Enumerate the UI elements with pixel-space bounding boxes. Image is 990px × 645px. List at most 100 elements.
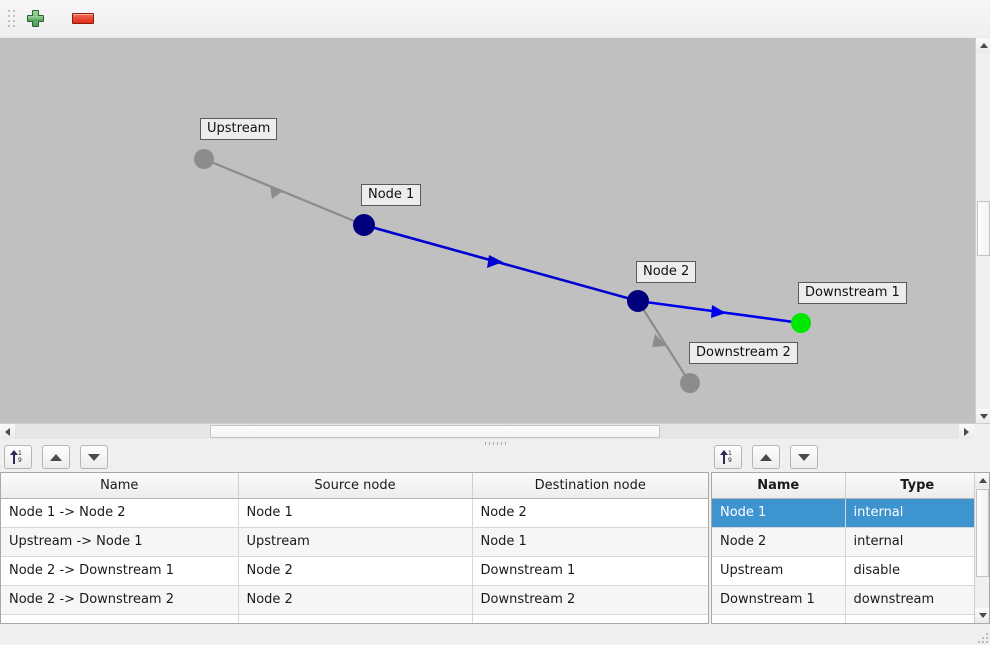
panel-divider[interactable] [709, 442, 711, 624]
cell-empty [1, 614, 239, 623]
graph-horizontal-scrollbar[interactable] [0, 423, 990, 439]
graph-canvas[interactable]: Upstream Node 1 Node 2 Downstream 1 Down… [0, 38, 975, 424]
nodes-scroll-down-button[interactable] [975, 608, 989, 623]
resize-grip-icon[interactable] [976, 631, 988, 643]
graph-label-upstream[interactable]: Upstream [200, 118, 278, 140]
graph-node-downstream1[interactable] [791, 313, 811, 333]
column-header-name[interactable]: Name [1, 473, 239, 499]
column-header-type[interactable]: Type [845, 473, 989, 499]
graph-label-downstream2[interactable]: Downstream 2 [689, 342, 798, 364]
status-bar [0, 624, 990, 645]
graph-node-node1[interactable] [353, 214, 375, 236]
table-row[interactable]: Node 1 internal [712, 498, 989, 528]
cell-type[interactable]: internal [845, 527, 989, 557]
table-empty-row[interactable] [1, 614, 708, 623]
cell-destination[interactable]: Node 1 [472, 527, 708, 557]
table-empty-row[interactable] [712, 614, 989, 623]
graph-label-downstream1[interactable]: Downstream 1 [798, 282, 907, 304]
cell-source[interactable]: Upstream [238, 527, 473, 557]
column-header-destination[interactable]: Destination node [472, 473, 708, 499]
nodes-scroll-thumb[interactable] [976, 489, 989, 577]
cell-name[interactable]: Downstream 1 [712, 585, 846, 615]
table-row[interactable]: Downstream 1 downstream [712, 585, 989, 615]
edge-node1-node2[interactable] [363, 223, 639, 303]
table-row[interactable]: Node 2 -> Downstream 1 Node 2 Downstream… [1, 556, 708, 586]
cell-source[interactable]: Node 2 [238, 585, 473, 615]
cell-source[interactable]: Node 2 [238, 556, 473, 586]
remove-node-button[interactable] [67, 3, 99, 35]
cell-name[interactable]: Node 2 -> Downstream 1 [1, 556, 239, 586]
edge-upstream-node1[interactable] [203, 157, 365, 227]
cell-destination[interactable]: Node 2 [472, 498, 708, 528]
arrow-down-icon [88, 453, 100, 461]
table-row[interactable]: Node 1 -> Node 2 Node 1 Node 2 [1, 498, 708, 528]
cell-type[interactable]: disable [845, 556, 989, 586]
graph-vscroll-track[interactable] [976, 53, 990, 409]
cell-empty [472, 614, 708, 623]
scroll-up-button[interactable] [976, 38, 990, 53]
table-row[interactable]: Node 2 internal [712, 527, 989, 557]
edge-arrow-upstream-node1 [270, 186, 283, 199]
graph-view[interactable]: Upstream Node 1 Node 2 Downstream 1 Down… [0, 37, 990, 424]
cell-type[interactable]: internal [845, 498, 989, 528]
edges-table: Name Source node Destination node Node 1… [1, 473, 708, 623]
graph-vertical-scrollbar[interactable] [975, 38, 990, 424]
cell-source[interactable]: Node 1 [238, 498, 473, 528]
nodes-table: Name Type Node 1 internal Node 2 interna… [712, 473, 989, 623]
edge-arrow-node2-downstream1 [711, 305, 726, 318]
edges-table-header-row: Name Source node Destination node [1, 473, 708, 499]
chevron-down-icon [978, 613, 987, 618]
chevron-up-icon [978, 478, 987, 483]
minus-icon [72, 13, 94, 24]
graph-edges [203, 157, 802, 384]
cell-empty [845, 614, 989, 623]
edges-table-container[interactable]: Name Source node Destination node Node 1… [0, 472, 709, 624]
cell-destination[interactable]: Downstream 1 [472, 556, 708, 586]
edge-node2-downstream2[interactable] [637, 300, 691, 384]
cell-destination[interactable]: Downstream 2 [472, 585, 708, 615]
toolbar-drag-handle[interactable] [3, 6, 15, 32]
nodes-move-up-button[interactable] [752, 445, 780, 469]
plus-icon [26, 10, 44, 27]
table-row[interactable]: Upstream -> Node 1 Upstream Node 1 [1, 527, 708, 557]
add-node-button[interactable] [19, 3, 51, 35]
arrow-up-icon [760, 453, 772, 461]
cell-name[interactable]: Node 1 -> Node 2 [1, 498, 239, 528]
cell-name[interactable]: Node 2 -> Downstream 2 [1, 585, 239, 615]
graph-node-downstream2[interactable] [680, 373, 700, 393]
scroll-left-button[interactable] [0, 424, 15, 439]
cell-name[interactable]: Upstream [712, 556, 846, 586]
graph-vscroll-thumb[interactable] [977, 201, 990, 256]
edges-move-down-button[interactable] [80, 445, 108, 469]
nodes-scroll-up-button[interactable] [975, 473, 989, 488]
graph-label-node1[interactable]: Node 1 [361, 184, 422, 206]
cell-empty [238, 614, 473, 623]
toolbar [0, 0, 990, 38]
scroll-down-button[interactable] [976, 409, 990, 424]
nodes-table-scrollbar[interactable] [974, 473, 989, 623]
cell-name[interactable]: Node 2 [712, 527, 846, 557]
chevron-up-icon [979, 43, 988, 48]
nodes-table-container[interactable]: Name Type Node 1 internal Node 2 interna… [711, 472, 990, 624]
cell-type[interactable]: downstream [845, 585, 989, 615]
cell-name[interactable]: Node 1 [712, 498, 846, 528]
table-row[interactable]: Node 2 -> Downstream 2 Node 2 Downstream… [1, 585, 708, 615]
graph-label-node2[interactable]: Node 2 [636, 261, 697, 283]
nodes-move-down-button[interactable] [790, 445, 818, 469]
horizontal-splitter[interactable] [0, 439, 990, 448]
cell-name[interactable]: Upstream -> Node 1 [1, 527, 239, 557]
scroll-right-button[interactable] [959, 424, 974, 439]
table-row[interactable]: Upstream disable [712, 556, 989, 586]
edges-move-up-button[interactable] [42, 445, 70, 469]
column-header-source[interactable]: Source node [238, 473, 473, 499]
graph-hscroll-track[interactable] [15, 424, 959, 439]
graph-hscroll-thumb[interactable] [210, 425, 660, 438]
graph-node-node2[interactable] [627, 290, 649, 312]
column-header-name[interactable]: Name [712, 473, 846, 499]
graph-node-upstream[interactable] [194, 149, 214, 169]
